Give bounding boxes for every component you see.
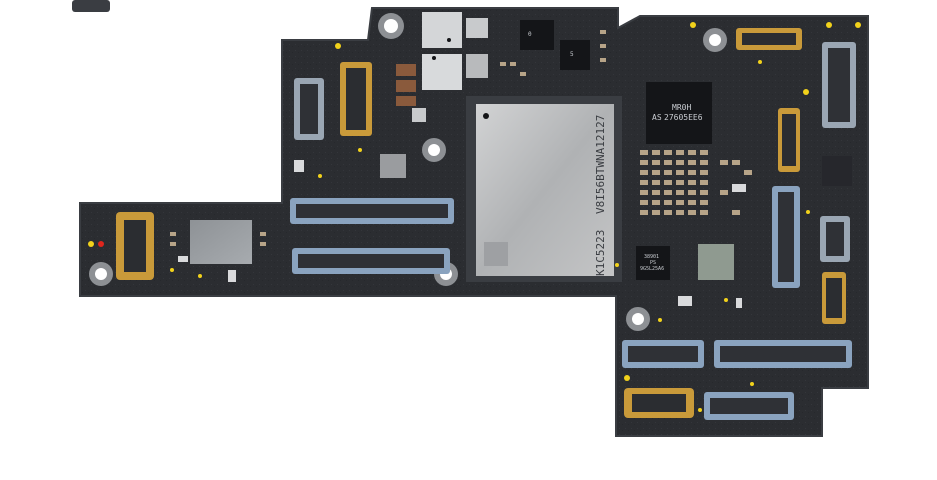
ic-mark-line2: 27605EE6: [664, 113, 703, 122]
ic-mark-line1: MR0H: [672, 103, 691, 112]
top-rf-shields: [422, 12, 488, 90]
lower-ic: 38901 PS 9G5L25A6: [636, 246, 670, 280]
metal-ic-left: [190, 220, 252, 264]
soc-marking-line2: V8I56BTWNA12127: [594, 115, 607, 214]
red-led: [98, 241, 104, 247]
passive-components: [170, 30, 752, 246]
connectors-board-to-board: [290, 42, 856, 420]
cropped-corner-element: [72, 0, 110, 12]
ic-mark-line3: AS: [652, 113, 662, 122]
top-chip-1-mark: 0: [528, 31, 532, 38]
connectors-gold: [116, 28, 846, 418]
soc-shield: K1C5223 V8I56BTWNA12127: [466, 96, 622, 282]
soc-marking-line1: K1C5223: [594, 230, 607, 276]
small-chip-center: [380, 154, 406, 178]
small-chip-right: [822, 156, 852, 186]
capacitors-brown: [396, 64, 426, 122]
top-chip-2-mark: 5: [570, 51, 574, 58]
white-components: [178, 160, 746, 308]
top-ics: 0 5: [520, 20, 590, 70]
lower-ic-line3: 9G5L25A6: [640, 266, 664, 272]
lower-ic-line2: PS: [650, 260, 656, 266]
yellow-test-pads: [88, 22, 861, 412]
metal-ic-middle: [698, 244, 734, 280]
mounting-holes: [89, 13, 727, 331]
upper-right-ic: MR0H 27605EE6 AS: [646, 82, 712, 144]
lower-ic-line1: 38901: [644, 254, 659, 260]
